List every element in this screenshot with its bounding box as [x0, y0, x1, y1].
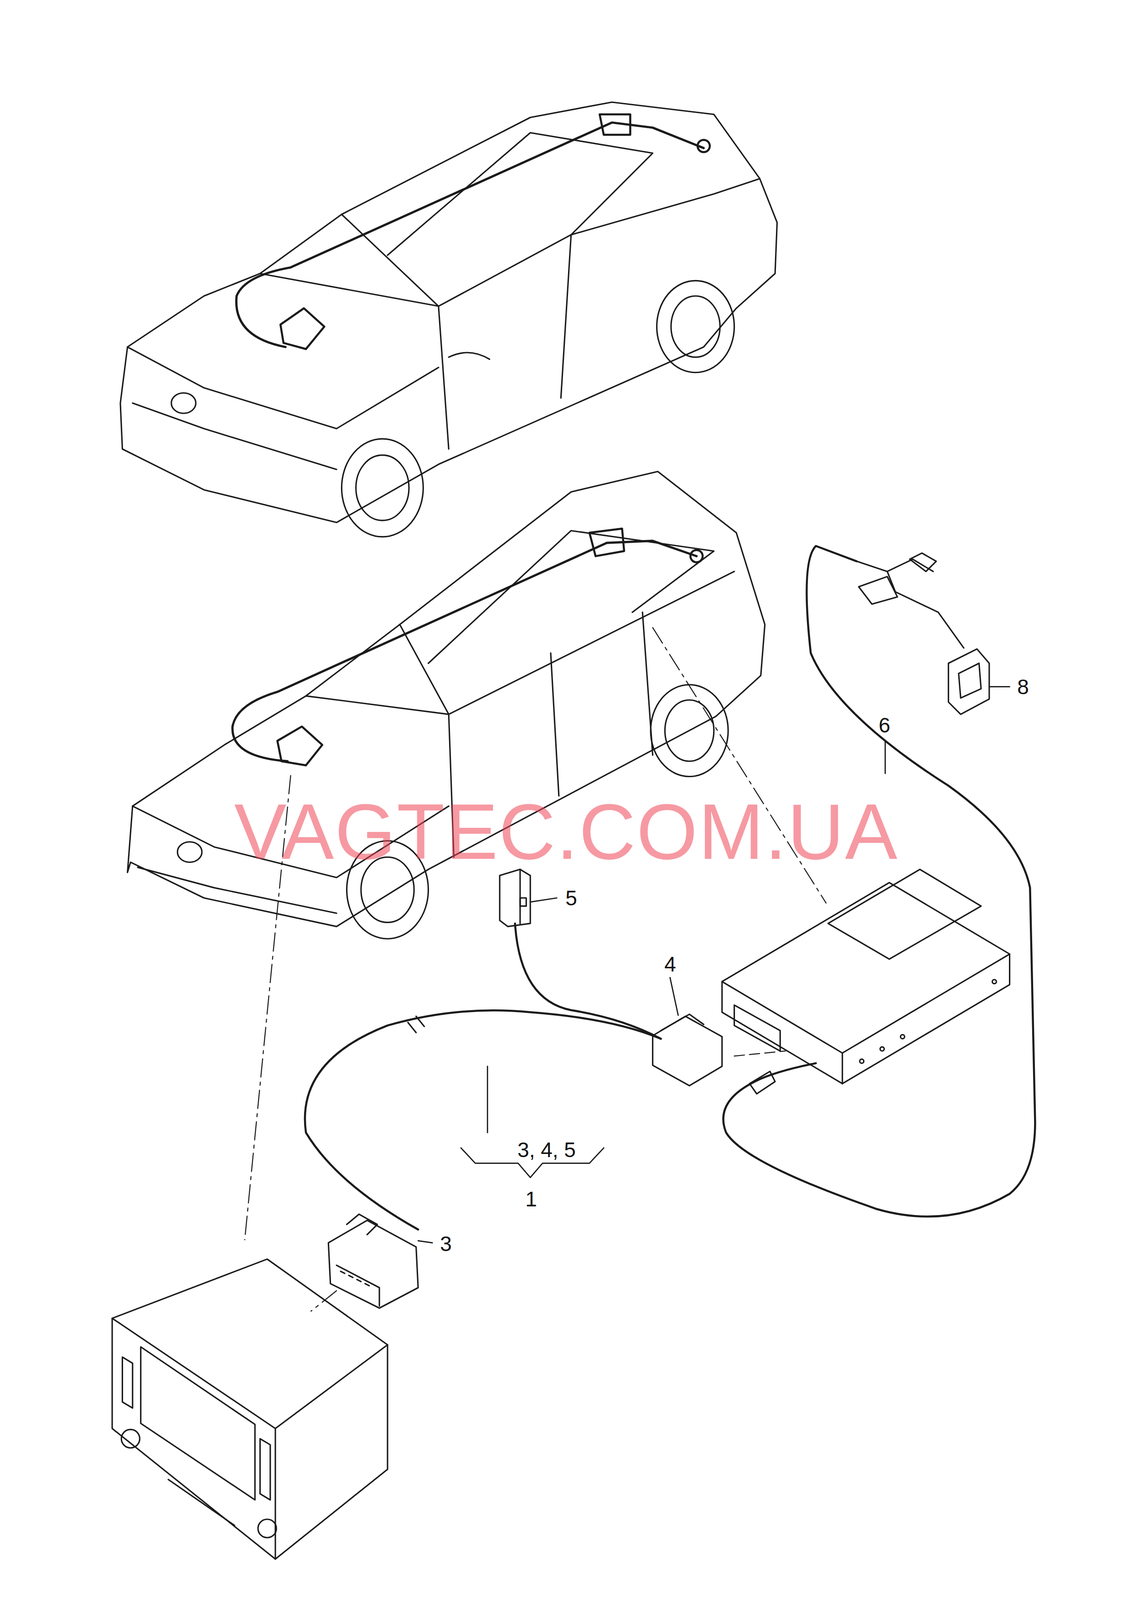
callout-number: 3 — [439, 1232, 452, 1254]
watermark: VAGTEC.COM.UA — [234, 791, 899, 871]
callout-number: 8 — [1017, 676, 1029, 698]
sedan-drawing — [120, 102, 778, 537]
control-unit-drawing — [722, 868, 1010, 1084]
callout-number: 6 — [878, 714, 891, 736]
callout-number: 4 — [664, 953, 677, 975]
callout-number: 1 — [525, 1188, 538, 1210]
callout-number: 5 — [565, 887, 578, 909]
callout-group: 3, 4, 5 — [517, 1138, 576, 1160]
radio-navigation-drawing — [112, 1258, 388, 1559]
